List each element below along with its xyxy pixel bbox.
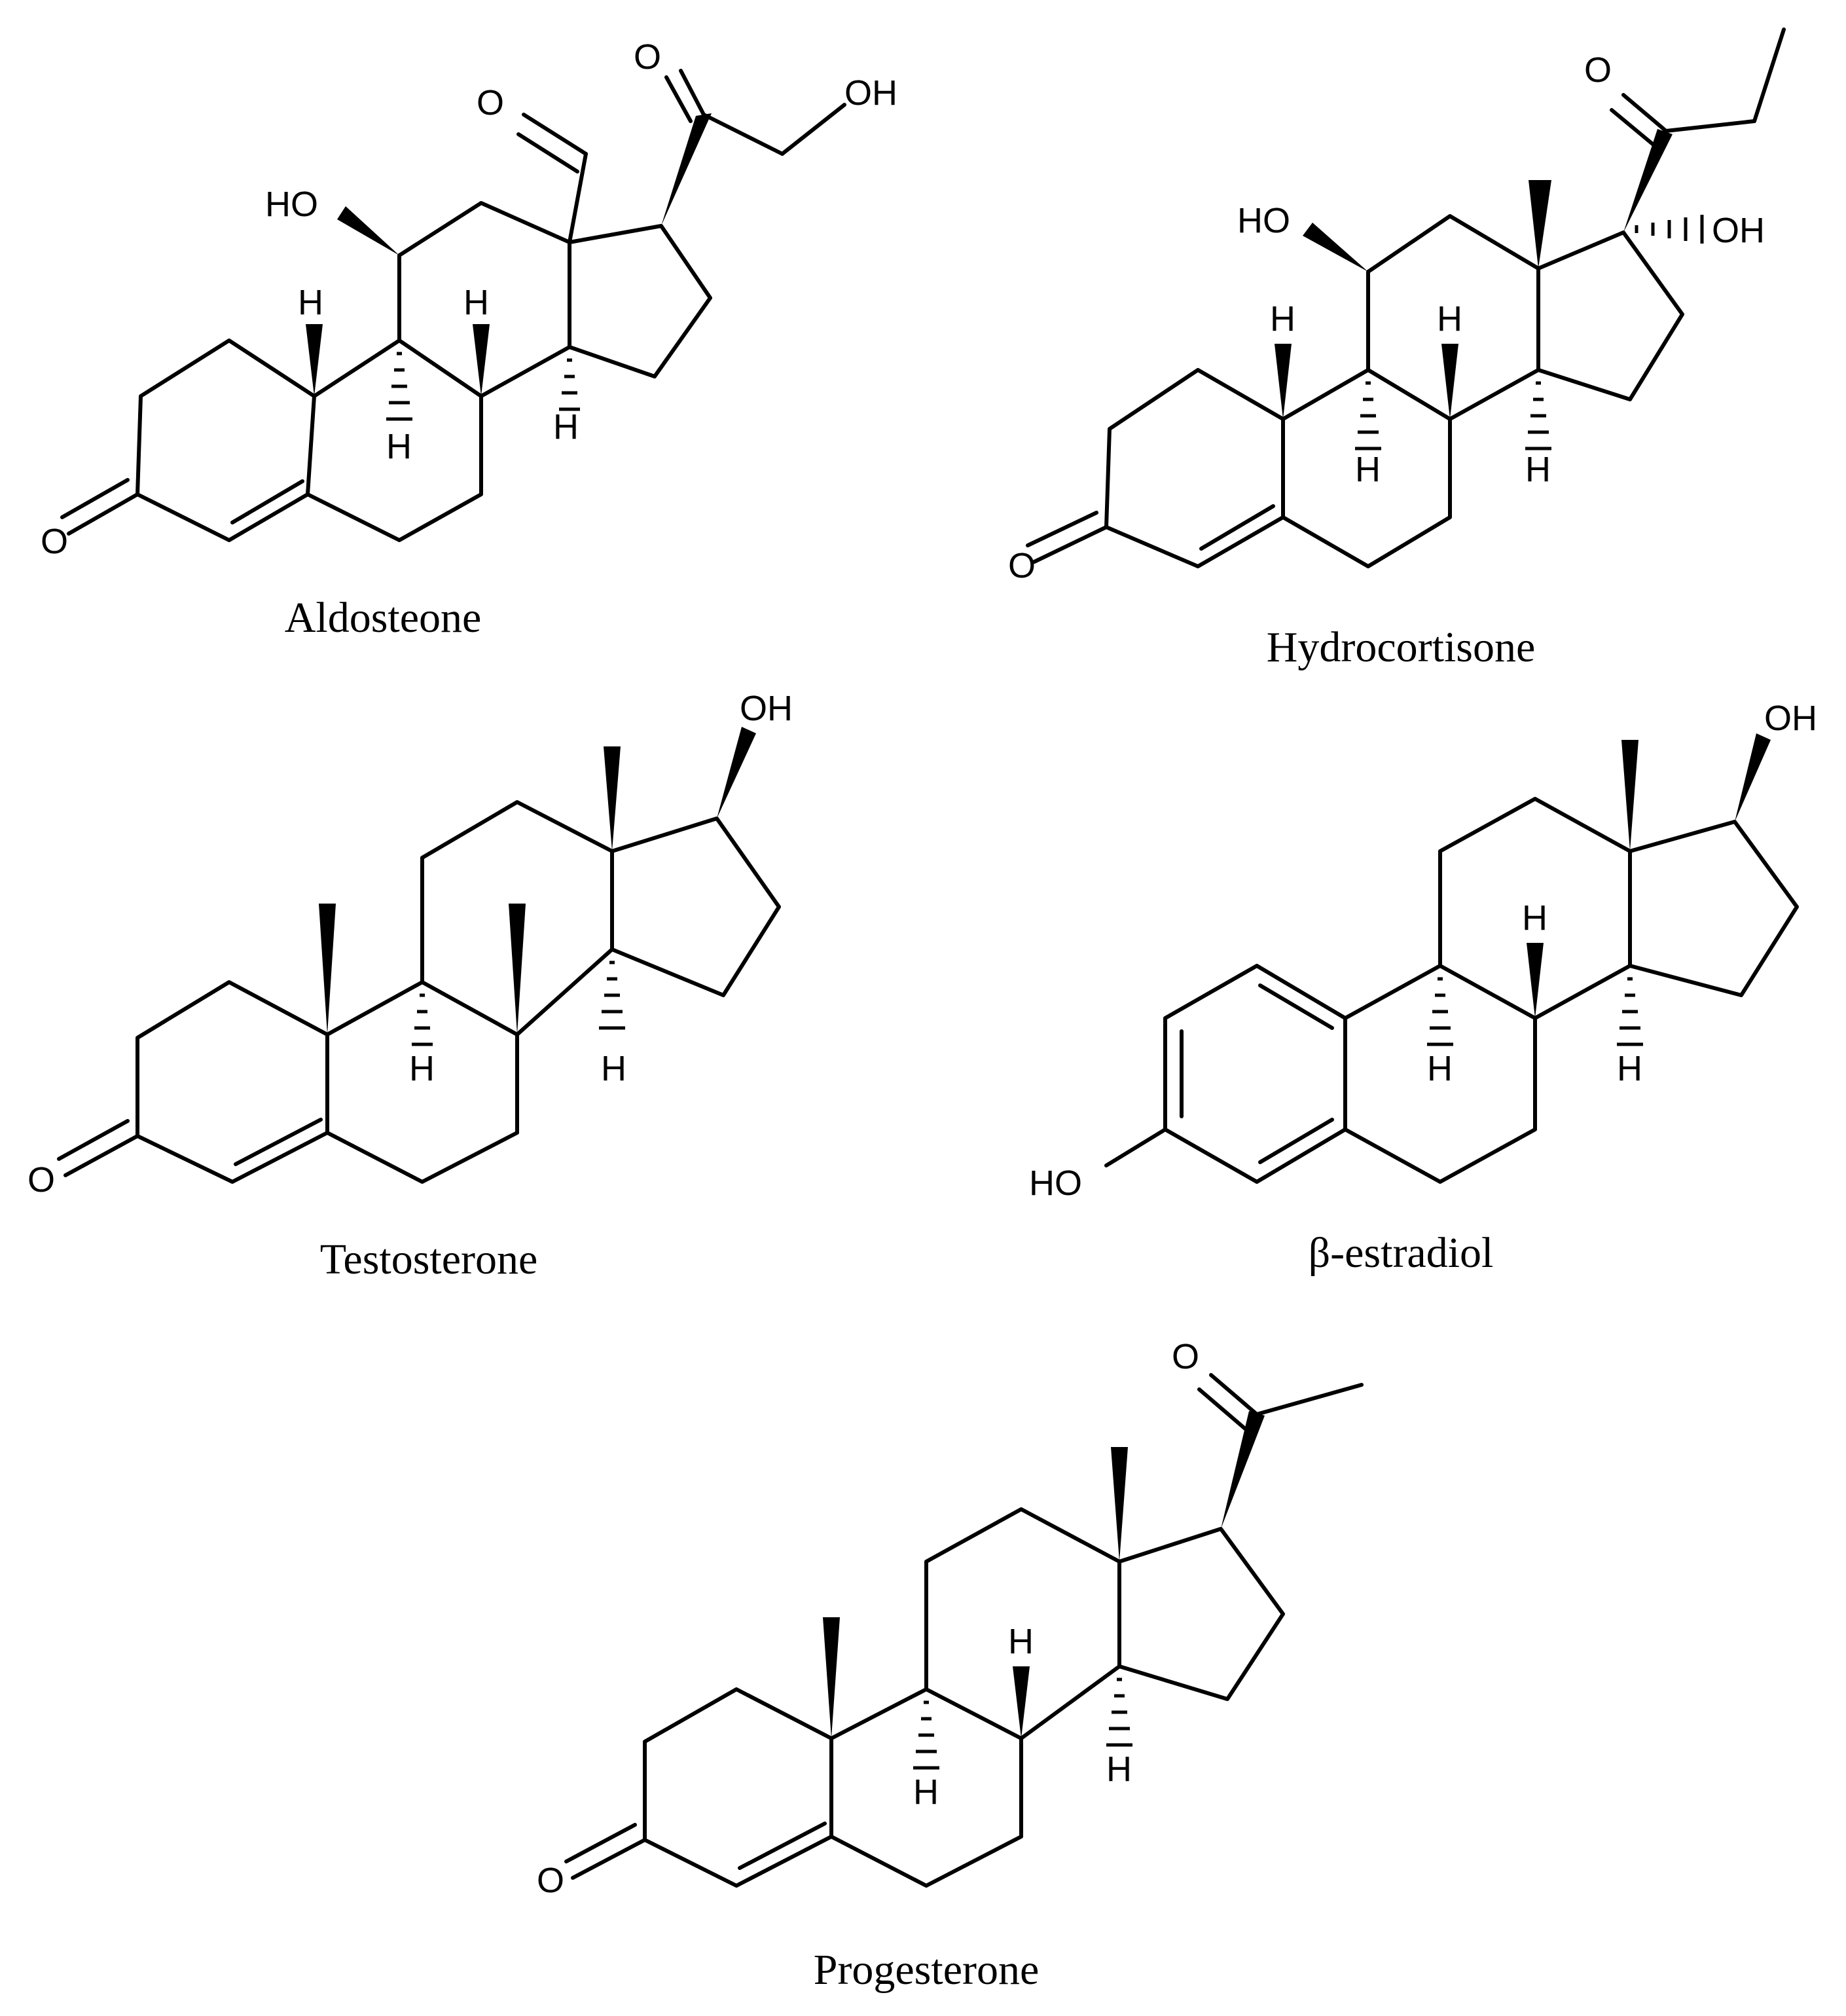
hydrogen-label: H	[1437, 299, 1462, 339]
hydrogen-label: H	[1427, 1049, 1453, 1088]
molecule-estradiol: HO OH H H H β-estradiol	[1029, 699, 1817, 1277]
hydrogen-label: H	[1270, 299, 1295, 339]
hash-bond-14	[599, 961, 625, 1030]
side-chain-oxygen-label: O	[1584, 50, 1612, 90]
side-chain-oxygen-label: O	[1172, 1337, 1199, 1376]
hydroxyl-label: HO	[265, 185, 318, 224]
hydroxyl-label: OH	[1764, 699, 1817, 738]
ketone-oxygen-label: O	[537, 1861, 564, 1900]
stereo-bonds	[823, 1411, 1265, 1770]
side-chain-oxygen-label: O	[634, 37, 661, 77]
hydrogen-label: H	[913, 1772, 939, 1812]
molecule-hydrocortisone: O HO O OH H H H H Hydrocortisone	[1008, 27, 1786, 671]
atom-labels: O HO O O OH H H H H	[41, 37, 897, 561]
molecule-progesterone: O O H H H Progesterone	[537, 1337, 1364, 1994]
stereo-bonds	[306, 113, 712, 421]
hydroxyl-label: HO	[1237, 201, 1290, 240]
molecule-name-caption: Aldosteone	[285, 594, 482, 642]
hydrogen-label: H	[409, 1049, 435, 1088]
hash-bond-14	[1617, 977, 1643, 1046]
hydrogen-label: H	[1617, 1049, 1642, 1088]
hash-bond-9	[913, 1700, 939, 1770]
ketone-oxygen-label: O	[1008, 546, 1036, 585]
stereo-bonds	[319, 727, 756, 1046]
aldehyde-oxygen-label: O	[477, 83, 504, 122]
atom-labels: O OH H H	[27, 689, 793, 1200]
hash-bond-9	[1355, 381, 1381, 450]
ketone-oxygen-label: O	[41, 522, 68, 561]
hydrogen-label: H	[1008, 1622, 1034, 1661]
hydroxyl-label: OH	[1712, 211, 1765, 250]
molecule-aldosterone: O HO O O OH H H H H Aldosteone	[41, 37, 897, 642]
hydrogen-label: H	[601, 1049, 626, 1088]
ring-bonds	[1026, 27, 1786, 568]
atom-labels: O O H H H	[537, 1337, 1199, 1900]
stereo-bonds	[1427, 733, 1771, 1046]
hydrogen-label: H	[298, 283, 323, 322]
molecule-name-caption: Hydrocortisone	[1267, 623, 1536, 671]
ring-bonds	[1104, 797, 1799, 1184]
hash-bond-14	[559, 358, 580, 411]
hydroxyl-label: OH	[844, 73, 897, 113]
hash-bond-14	[1525, 381, 1551, 450]
molecule-testosterone: O OH H H Testosterone	[27, 689, 793, 1283]
molecule-name-caption: Progesterone	[814, 1946, 1040, 1994]
hydrogen-label: H	[1355, 450, 1381, 489]
hydroxyl-label: OH	[740, 689, 793, 728]
hash-bond-9	[386, 352, 412, 421]
hydrogen-label: H	[1525, 450, 1551, 489]
hash-bond-9	[412, 993, 433, 1046]
molecule-name-caption: Testosterone	[320, 1236, 538, 1283]
ring-bonds	[57, 800, 781, 1184]
hydrogen-label: H	[1106, 1750, 1132, 1789]
hydroxyl-label: HO	[1029, 1164, 1082, 1203]
ketone-oxygen-label: O	[27, 1160, 55, 1200]
hydrogen-label: H	[1522, 898, 1547, 938]
stereo-bonds	[1275, 129, 1704, 450]
atom-labels: HO OH H H H	[1029, 699, 1817, 1203]
hydrogen-label: H	[553, 407, 579, 447]
hash-bond-14	[1106, 1677, 1132, 1747]
hash-bond-17	[1635, 215, 1704, 244]
ring-bonds	[60, 69, 846, 542]
hydrogen-label: H	[386, 427, 412, 466]
atom-labels: O HO O OH H H H H	[1008, 50, 1765, 585]
hash-bond-9	[1427, 977, 1453, 1046]
hydrogen-label: H	[463, 283, 489, 322]
molecule-name-caption: β-estradiol	[1309, 1229, 1494, 1277]
